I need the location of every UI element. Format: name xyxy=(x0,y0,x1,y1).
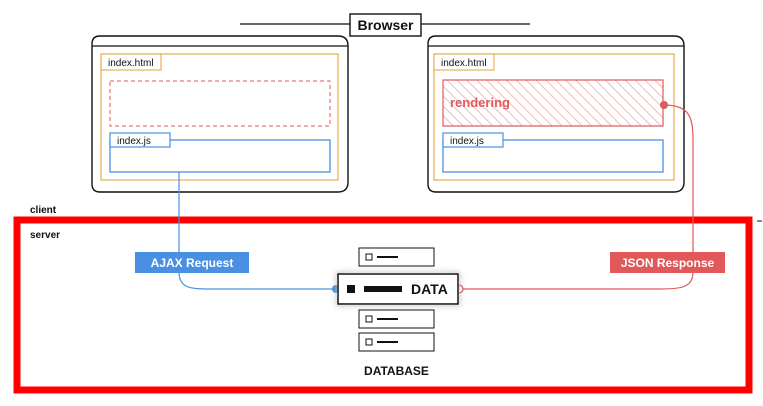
browser-title-box xyxy=(349,13,422,37)
right-js-label: index.js xyxy=(450,136,484,147)
right-js-tab xyxy=(442,132,504,148)
data-record-bar xyxy=(364,286,402,292)
rendering-label: rendering xyxy=(450,95,510,110)
left-js-label: index.js xyxy=(117,136,151,147)
browser-title: Browser xyxy=(357,17,414,33)
left-html-frame xyxy=(100,53,339,181)
server-zone-label: server xyxy=(30,230,60,241)
right-html-tab xyxy=(433,53,495,71)
ajax-request-connector xyxy=(178,172,336,290)
server-region xyxy=(13,216,753,394)
right-html-frame xyxy=(433,53,675,181)
client-zone-label: client xyxy=(30,205,57,216)
left-empty-render-area xyxy=(109,80,331,127)
right-browser-window: index.html rendering index.js xyxy=(427,35,685,193)
database-label: DATABASE xyxy=(364,364,429,378)
left-js-tab xyxy=(109,132,171,148)
left-js-frame xyxy=(109,139,331,173)
left-browser-window: index.html index.js xyxy=(91,35,349,193)
ajax-request-label: AJAX Request xyxy=(151,256,234,270)
json-response-label: JSON Response xyxy=(621,256,715,270)
left-html-label: index.html xyxy=(108,58,154,69)
rendering-area xyxy=(442,79,664,127)
json-response-badge xyxy=(610,252,725,273)
right-html-label: index.html xyxy=(441,58,487,69)
ajax-request-badge xyxy=(135,252,249,273)
json-response-connector xyxy=(459,104,694,290)
data-label: DATA xyxy=(411,281,448,297)
rendering-endpoint-dot xyxy=(660,101,668,109)
left-html-tab xyxy=(100,53,162,71)
data-record-marker xyxy=(347,285,355,293)
right-js-frame xyxy=(442,139,664,173)
database-stack: DATA xyxy=(337,247,459,352)
